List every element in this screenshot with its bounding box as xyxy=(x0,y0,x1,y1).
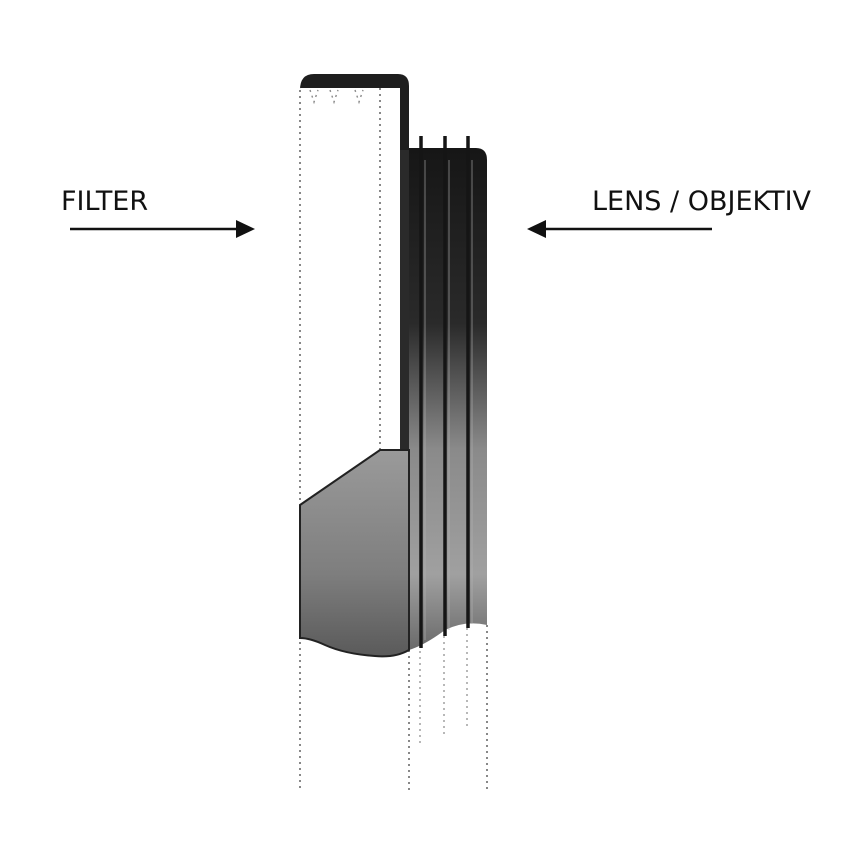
dotted-guides xyxy=(299,88,488,792)
lens-arrow xyxy=(527,220,712,238)
ring-top-flange xyxy=(300,74,409,150)
filter-label: FILTER xyxy=(61,186,149,217)
lens-label: LENS / OBJEKTIV xyxy=(592,186,812,217)
ring-lower-flange xyxy=(299,449,410,658)
thread-grooves xyxy=(419,136,470,648)
filter-arrow xyxy=(70,220,255,238)
